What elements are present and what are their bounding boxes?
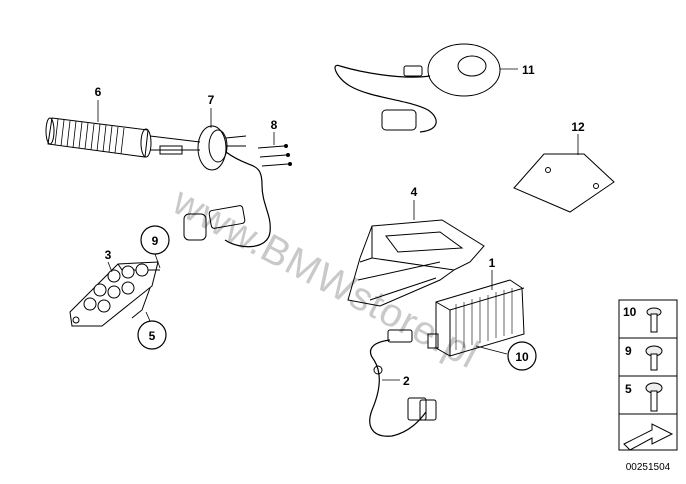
wiring-harness-part — [369, 329, 437, 437]
connector-ring-part — [183, 125, 271, 248]
screw-5-icon — [645, 382, 663, 412]
screws-part — [257, 144, 292, 167]
control-unit-part — [427, 279, 525, 357]
screw-10-icon — [646, 307, 662, 333]
leader-line — [475, 345, 508, 355]
leader-line — [107, 261, 113, 273]
callout-9: 9 — [152, 234, 159, 248]
housing-bracket-part — [347, 219, 485, 307]
label-6: 6 — [95, 85, 102, 99]
heated-grip-part — [45, 117, 201, 158]
legend-label-10: 10 — [623, 305, 637, 319]
document-number: 00251504 — [626, 462, 671, 473]
switch-module-part — [69, 261, 160, 327]
callout-5: 5 — [149, 329, 156, 343]
callout-circle — [507, 341, 537, 371]
callout-circle — [137, 320, 167, 350]
legend-label-9: 9 — [625, 344, 632, 358]
label-4: 4 — [411, 185, 418, 199]
callout-circle — [140, 225, 170, 255]
label-3: 3 — [105, 248, 112, 262]
leader-line — [145, 311, 151, 322]
label-1: 1 — [489, 256, 496, 270]
fastener-legend: 10 9 5 — [618, 299, 678, 451]
screw-9-icon — [645, 345, 663, 371]
label-11: 11 — [522, 63, 535, 77]
label-2: 2 — [403, 374, 410, 388]
sheet-part — [513, 153, 615, 213]
leader-line — [154, 253, 161, 269]
label-8: 8 — [271, 118, 278, 132]
remote-control-part — [334, 43, 501, 133]
label-7: 7 — [208, 93, 215, 107]
label-12: 12 — [571, 120, 585, 134]
legend-label-5: 5 — [625, 382, 632, 396]
arrow-icon — [623, 423, 674, 451]
callout-10: 10 — [515, 350, 529, 364]
